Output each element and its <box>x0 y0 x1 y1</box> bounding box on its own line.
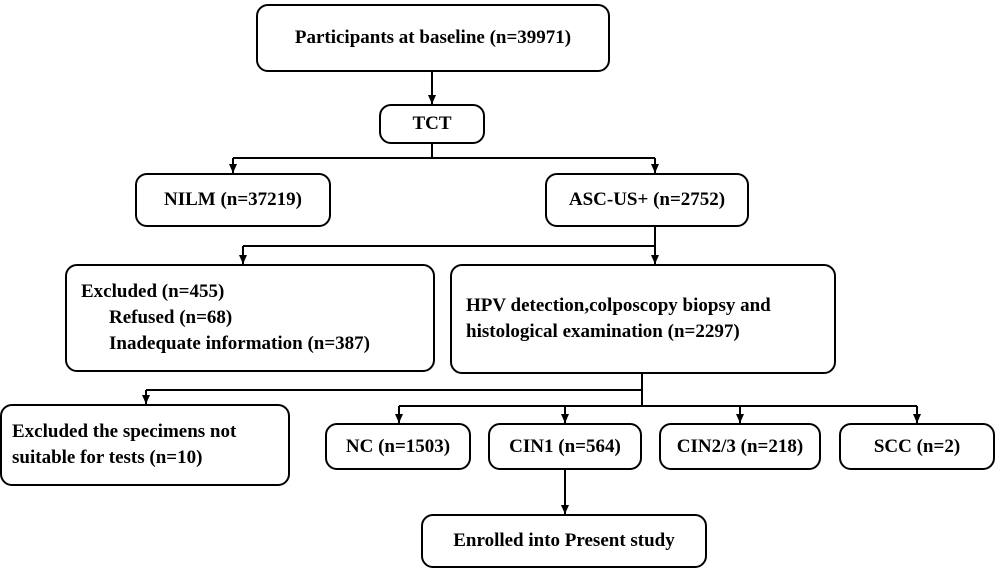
node-nilm: NILM (n=37219) <box>135 173 331 227</box>
node-baseline-label: Participants at baseline (n=39971) <box>294 27 572 48</box>
node-excluded-specimens: Excluded the specimens not suitable for … <box>0 404 290 486</box>
node-ascus: ASC-US+ (n=2752) <box>545 173 749 227</box>
node-cin1-label: CIN1 (n=564) <box>509 435 621 457</box>
node-cin23: CIN2/3 (n=218) <box>659 423 821 470</box>
node-scc-label: SCC (n=2) <box>873 435 961 457</box>
node-hpv-line2: histological examination (n=2297) <box>466 321 740 342</box>
node-excluded-refused: Refused (n=68) <box>109 307 233 328</box>
node-enrolled-label: Enrolled into Present study <box>453 530 675 551</box>
node-excluded: Excluded (n=455) Refused (n=68) Inadequa… <box>65 264 435 372</box>
node-ascus-label: ASC-US+ (n=2752) <box>568 189 726 210</box>
node-hpv-line1: HPV detection,colposcopy biopsy and <box>466 295 771 316</box>
node-enrolled: Enrolled into Present study <box>421 514 707 568</box>
node-excluded-specimens-line1: Excluded the specimens not <box>12 421 237 442</box>
node-hpv: HPV detection,colposcopy biopsy and hist… <box>450 264 836 374</box>
node-tct-label: TCT <box>412 113 452 134</box>
node-excluded-specimens-line2: suitable for tests (n=10) <box>12 447 203 468</box>
node-baseline: Participants at baseline (n=39971) <box>256 4 610 72</box>
node-excluded-inadequate: Inadequate information (n=387) <box>109 333 371 354</box>
node-cin23-label: CIN2/3 (n=218) <box>676 435 804 457</box>
node-excluded-title: Excluded (n=455) <box>81 281 225 302</box>
node-cin1: CIN1 (n=564) <box>488 423 642 470</box>
node-tct: TCT <box>379 104 485 144</box>
node-nc: NC (n=1503) <box>325 423 471 470</box>
node-scc: SCC (n=2) <box>839 423 995 470</box>
node-nilm-label: NILM (n=37219) <box>163 189 303 210</box>
node-nc-label: NC (n=1503) <box>345 435 451 457</box>
